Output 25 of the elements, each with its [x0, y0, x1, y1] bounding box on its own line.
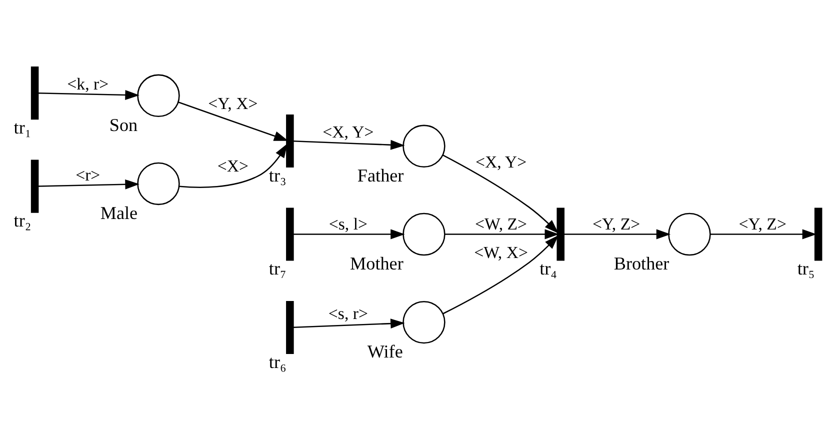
edge-label: <k, r> [67, 74, 109, 94]
node-label: tr₆ [268, 352, 286, 372]
edge-label: <Y, Z> [592, 214, 640, 234]
node-label: tr₃ [268, 165, 286, 186]
edge-label: <Y, Z> [738, 214, 786, 234]
node-label: Mother [350, 253, 404, 274]
edge-label: <r> [76, 165, 100, 184]
node-label: tr₄ [540, 258, 557, 279]
edge-label: <X, Y> [322, 122, 374, 142]
edge-label: <W, Z> [475, 214, 528, 234]
edge-label: <X, Y> [475, 152, 527, 172]
node-label: Father [357, 165, 404, 186]
node-label: tr₁ [14, 117, 32, 138]
edge-label: <X> [217, 156, 249, 176]
node-label: Brother [614, 253, 670, 274]
edge-label: <Y, X> [208, 94, 258, 114]
node-label: tr₇ [268, 258, 286, 279]
node-label: Son [109, 114, 138, 135]
node-label: Male [100, 202, 138, 223]
node-label: tr₅ [797, 258, 815, 279]
node-label: Wife [367, 342, 403, 362]
node-label: tr₂ [14, 210, 32, 231]
edge-label: <s, r> [328, 304, 368, 323]
edge-label: <W, X> [474, 243, 528, 262]
edge-label: <s, l> [328, 214, 368, 234]
